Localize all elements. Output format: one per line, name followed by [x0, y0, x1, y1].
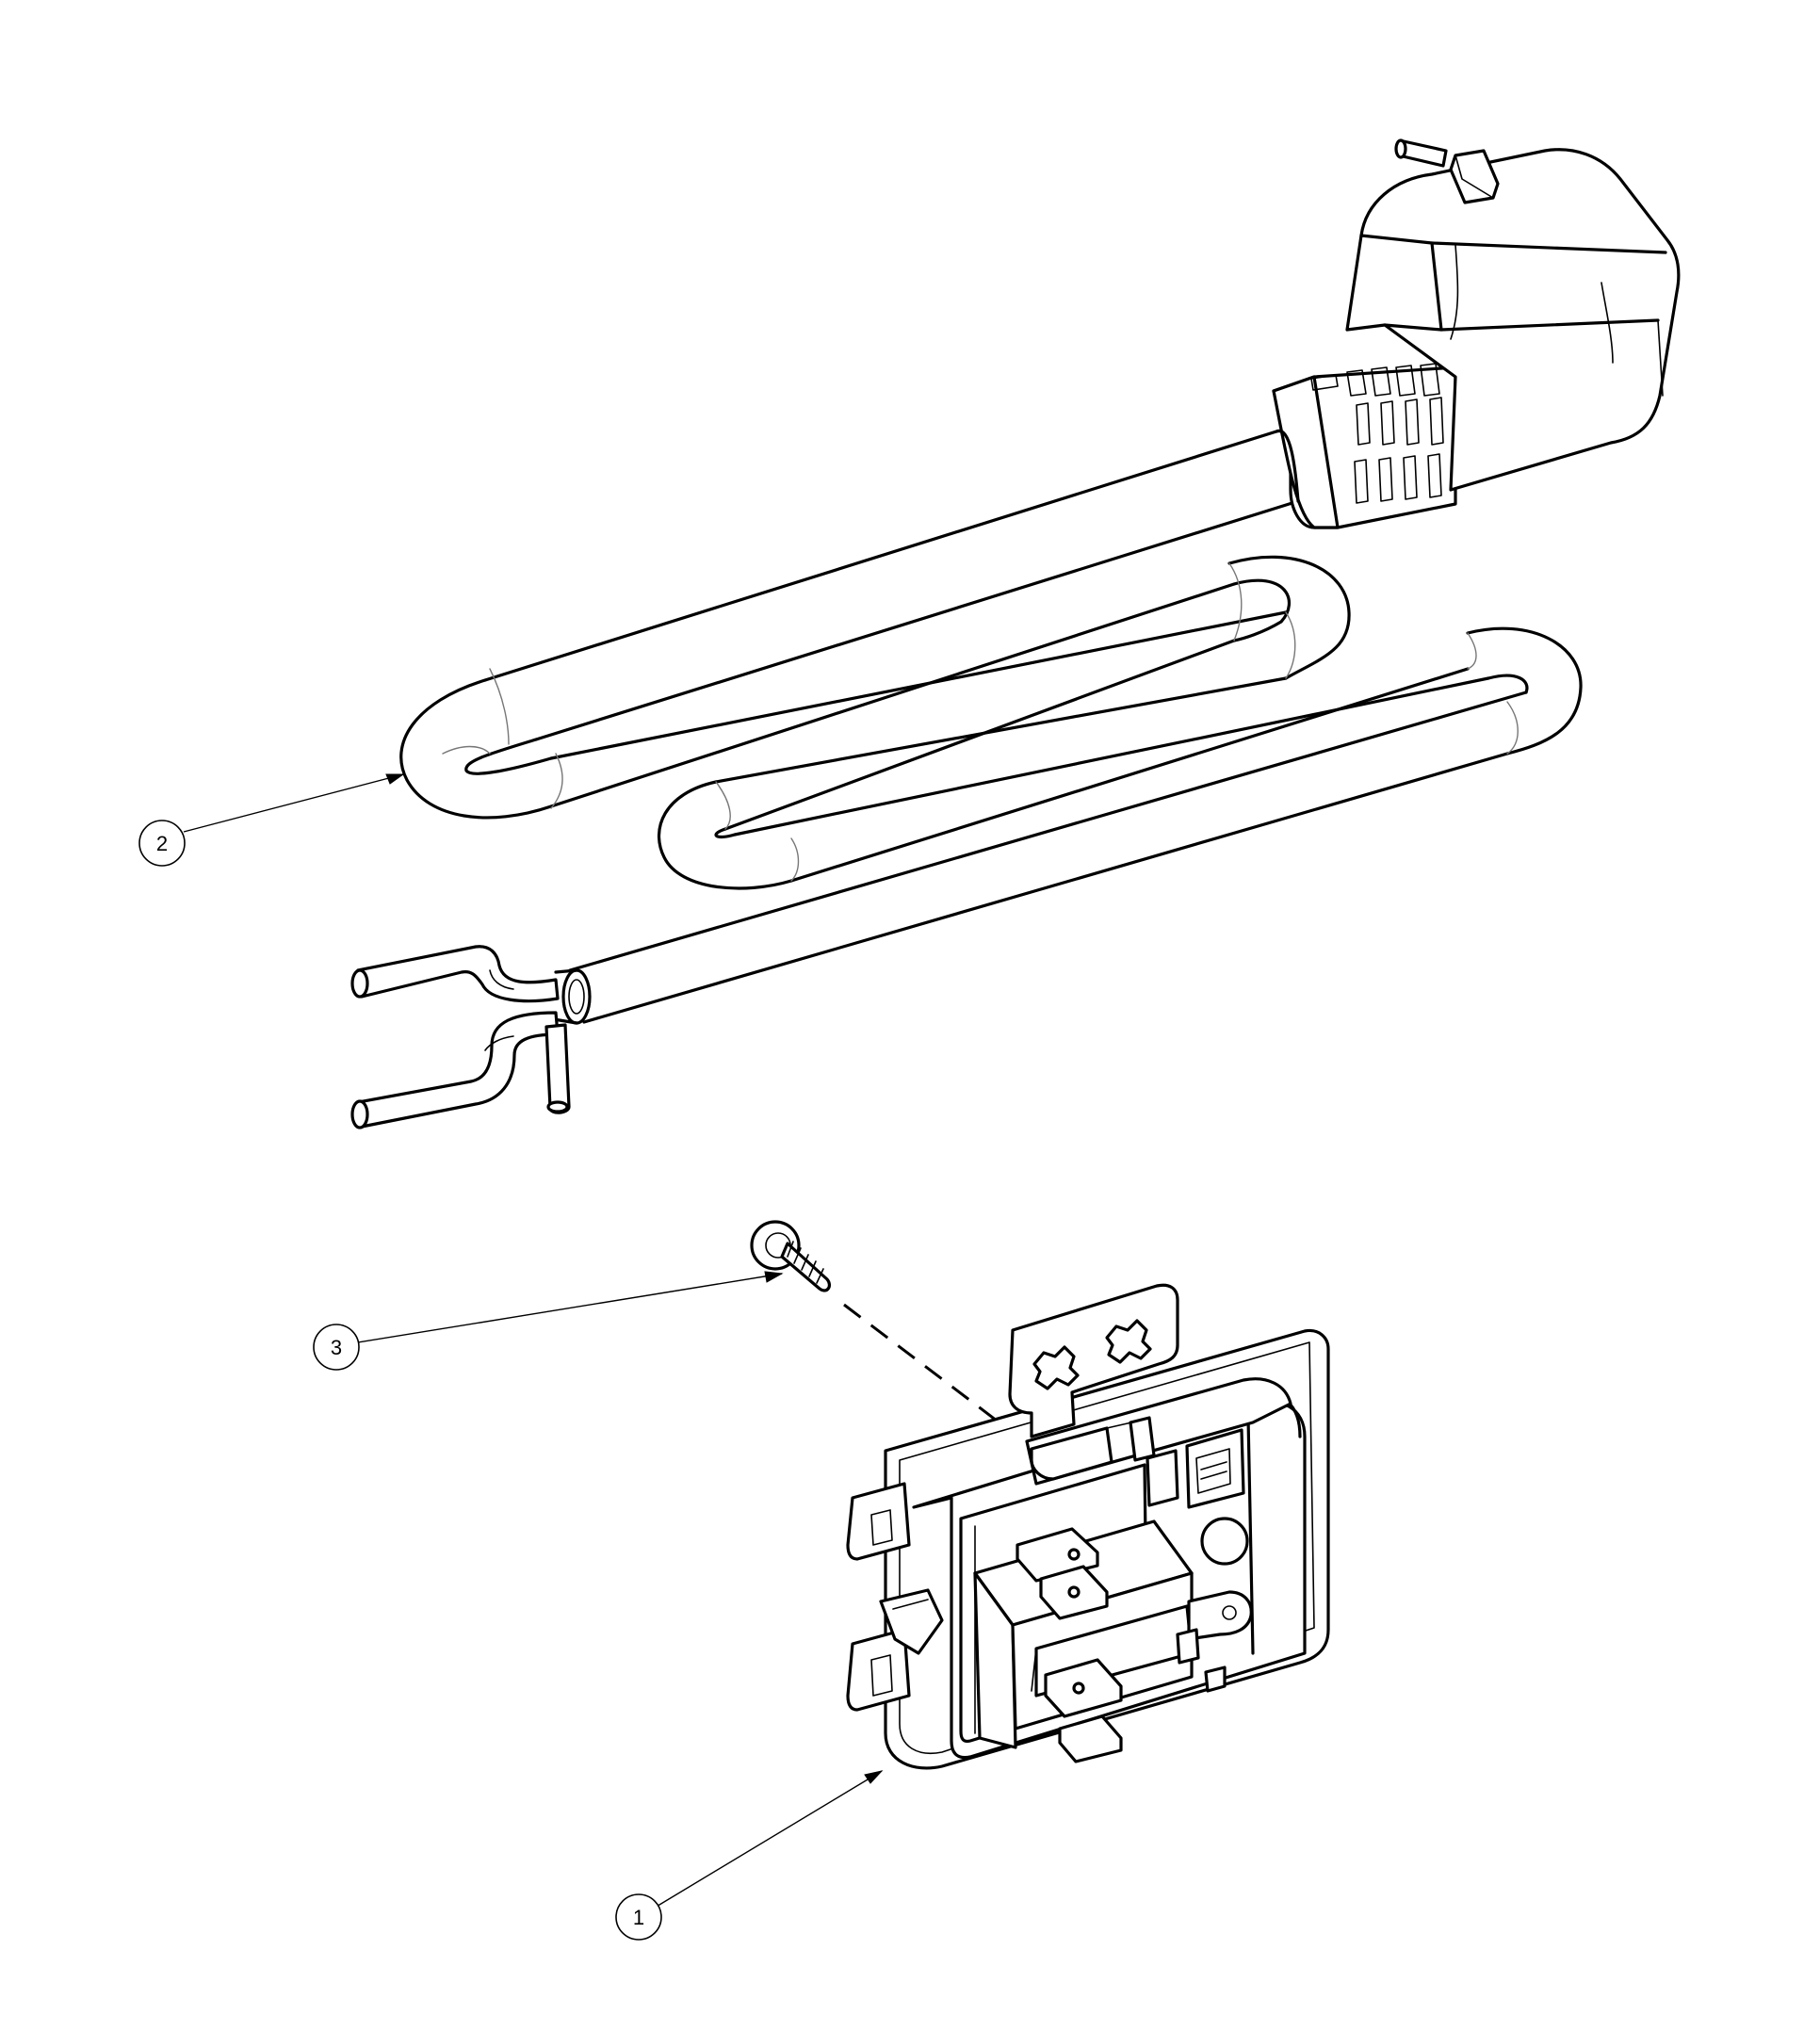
plug-connector [1272, 138, 1681, 529]
control-module [846, 1283, 1330, 1770]
heating-tube [399, 430, 1583, 1024]
relay-switch [973, 1519, 1253, 1763]
mounting-clips [846, 1482, 944, 1712]
callouts: 2 3 1 [138, 773, 884, 1941]
callout-2: 2 [138, 773, 405, 867]
callout-label-2: 2 [156, 832, 168, 855]
strain-relief-ribs [1310, 363, 1444, 504]
callout-label-3: 3 [331, 1336, 342, 1359]
assembly-line [843, 1303, 998, 1422]
callout-label-1: 1 [633, 1906, 644, 1929]
callout-3: 3 [313, 1271, 784, 1371]
heating-element-with-plug [350, 138, 1681, 1129]
tube-terminal-end [350, 945, 592, 1129]
screw [750, 1220, 998, 1422]
callout-1: 1 [615, 1770, 884, 1941]
screw-thread [787, 1241, 824, 1284]
